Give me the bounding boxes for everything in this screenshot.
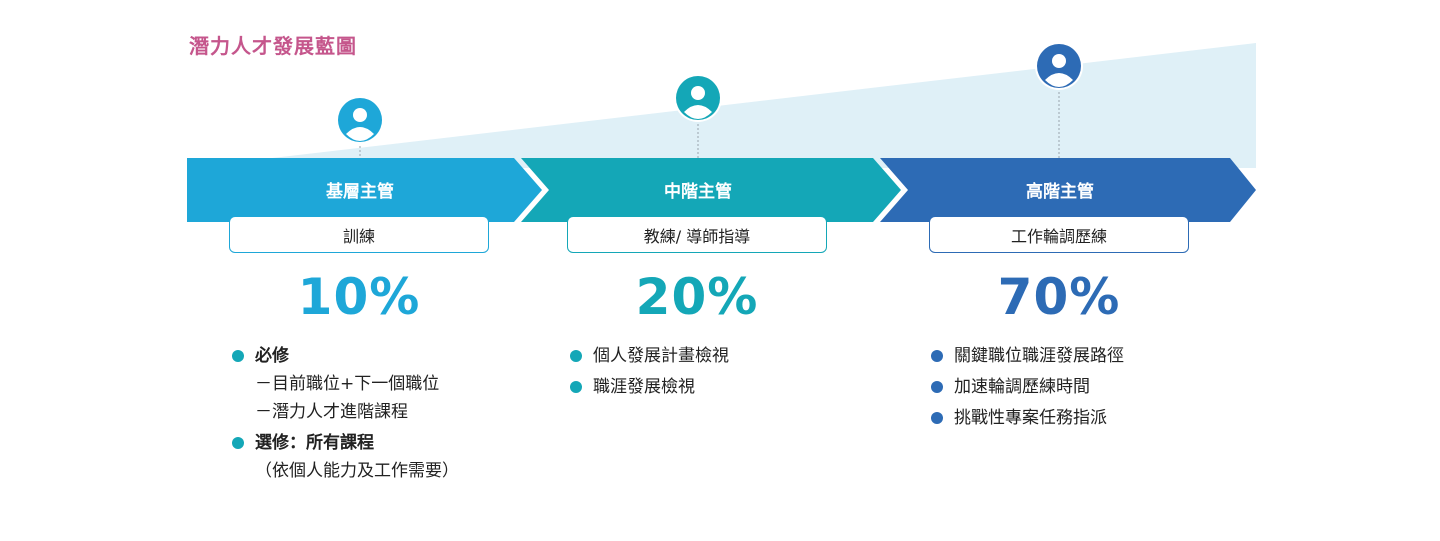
list-item: 選修：所有課程 （依個人能力及工作需要） bbox=[231, 429, 459, 485]
stage-1-percent: 10% bbox=[297, 268, 421, 326]
stage-2-percent: 20% bbox=[635, 268, 759, 326]
bullet-icon bbox=[570, 381, 582, 393]
stage-1-list: 必修 －目前職位+下一個職位 －潛力人才進階課程 選修：所有課程 （依個人能力及… bbox=[231, 342, 459, 488]
bullet-icon bbox=[232, 350, 244, 362]
list-item-head: 選修：所有課程 bbox=[255, 433, 374, 453]
bullet-icon bbox=[931, 350, 943, 362]
bullet-icon bbox=[931, 412, 943, 424]
list-item-sub: －潛力人才進階課程 bbox=[255, 402, 408, 422]
list-item-sub: （依個人能力及工作需要） bbox=[255, 461, 459, 481]
stage-3-percent: 70% bbox=[997, 268, 1121, 326]
list-item-text: 加速輪調歷練時間 bbox=[954, 377, 1090, 397]
growth-wedge bbox=[187, 43, 1256, 168]
bullet-icon bbox=[232, 437, 244, 449]
stage-2-method-box: 教練/ 導師指導 bbox=[567, 216, 827, 253]
list-item: 關鍵職位職涯發展路徑 bbox=[930, 342, 1124, 370]
list-item-text: 職涯發展檢視 bbox=[593, 377, 695, 397]
stage-3-label: 高階主管 bbox=[1026, 182, 1094, 202]
list-item-text: 關鍵職位職涯發展路徑 bbox=[954, 346, 1124, 366]
stage-3-method-box: 工作輪調歷練 bbox=[929, 216, 1189, 253]
stage-1-label: 基層主管 bbox=[326, 182, 394, 202]
list-item: 必修 －目前職位+下一個職位 －潛力人才進階課程 bbox=[231, 342, 459, 426]
list-item: 個人發展計畫檢視 bbox=[569, 342, 729, 370]
list-item-text: 個人發展計畫檢視 bbox=[593, 346, 729, 366]
stage-1-method-box: 訓練 bbox=[229, 216, 489, 253]
avatar-icon bbox=[336, 96, 384, 144]
bullet-icon bbox=[931, 381, 943, 393]
stage-1-method: 訓練 bbox=[342, 226, 375, 246]
page-title: 潛力人才發展藍圖 bbox=[189, 34, 357, 58]
list-item: 職涯發展檢視 bbox=[569, 373, 729, 401]
stage-1-arrow bbox=[187, 158, 542, 222]
list-item: 挑戰性專案任務指派 bbox=[930, 404, 1124, 432]
stage-2-method: 教練/ 導師指導 bbox=[643, 226, 751, 246]
stage-2-arrow bbox=[521, 158, 901, 222]
stage-3-method: 工作輪調歷練 bbox=[1010, 226, 1107, 246]
stage-2-list: 個人發展計畫檢視 職涯發展檢視 bbox=[569, 342, 729, 404]
list-item-sub: －目前職位+下一個職位 bbox=[255, 374, 440, 394]
stage-3-list: 關鍵職位職涯發展路徑 加速輪調歷練時間 挑戰性專案任務指派 bbox=[930, 342, 1124, 435]
list-item-head: 必修 bbox=[255, 346, 289, 366]
list-item-text: 挑戰性專案任務指派 bbox=[954, 408, 1107, 428]
avatar-icon bbox=[1035, 42, 1083, 90]
bullet-icon bbox=[570, 350, 582, 362]
stage-2-label: 中階主管 bbox=[664, 182, 732, 202]
list-item: 加速輪調歷練時間 bbox=[930, 373, 1124, 401]
avatar-icon bbox=[674, 74, 722, 122]
stage-3-arrow bbox=[880, 158, 1256, 222]
